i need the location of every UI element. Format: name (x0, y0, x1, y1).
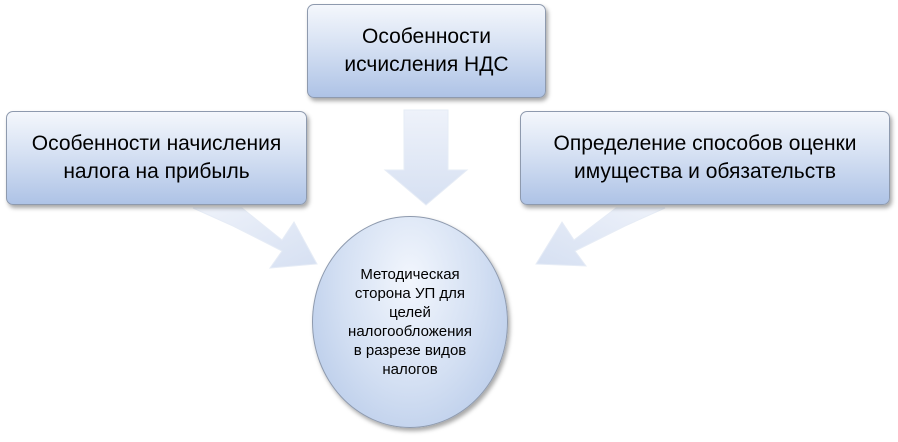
box-valuation-methods: Определение способов оценки имущества и … (520, 111, 890, 205)
box-profit-tax-features: Особенности начисления налога на прибыль (6, 111, 307, 205)
box-vat-features: Особенности исчисления НДС (307, 4, 546, 98)
arrow-left-diagonal (192, 207, 318, 269)
arrow-down (383, 109, 469, 206)
box-vat-features-label: Особенности исчисления НДС (344, 25, 509, 76)
box-valuation-methods-label: Определение способов оценки имущества и … (553, 132, 857, 183)
center-circle-label: Методическая сторона УП для целей налого… (348, 266, 472, 378)
arrow-right-diagonal (535, 207, 666, 267)
box-profit-tax-features-label: Особенности начисления налога на прибыль (31, 132, 282, 183)
center-circle: Методическая сторона УП для целей налого… (312, 216, 508, 428)
